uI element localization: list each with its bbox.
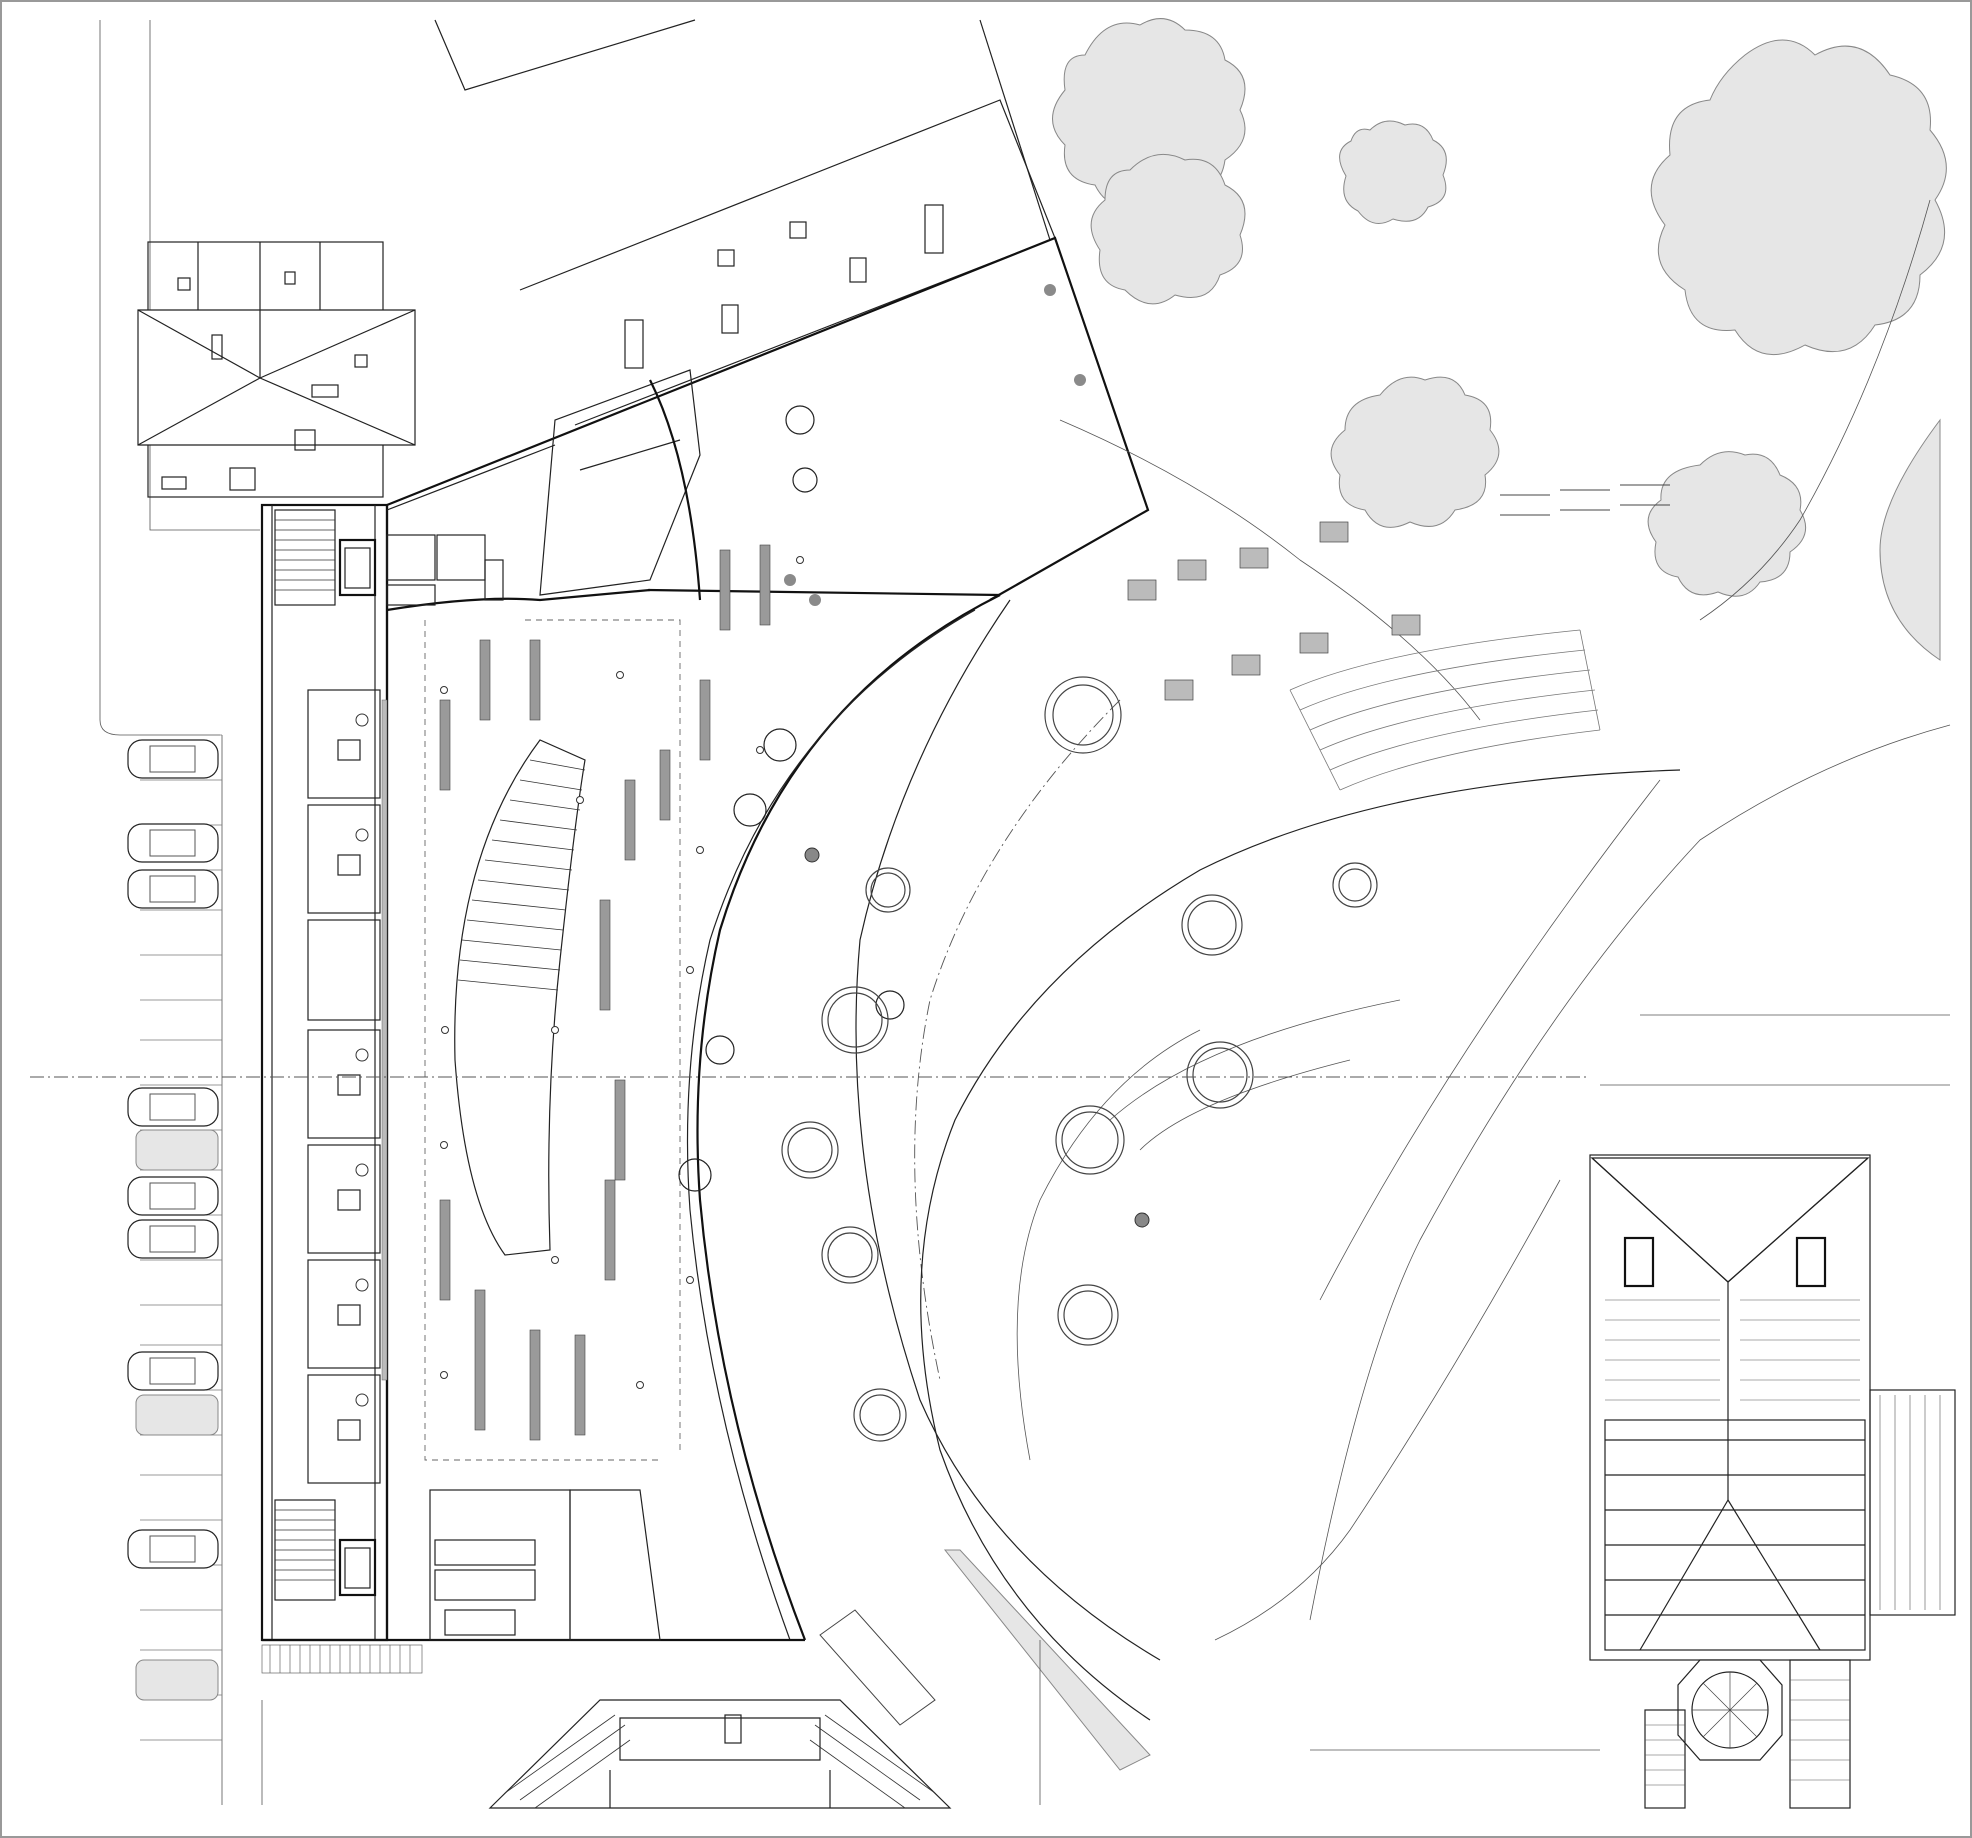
car-icon	[127, 1176, 219, 1216]
tree-canopy-icon	[1339, 120, 1447, 224]
main-building-west-wing	[260, 503, 389, 1642]
curved-main-hall	[262, 284, 1086, 1642]
column-icon	[440, 556, 804, 1389]
diagonal-bench-row	[819, 1609, 936, 1726]
parking-slab	[135, 1129, 219, 1171]
neighbour-building-north	[434, 19, 1056, 426]
amphitheatre-steps	[1289, 629, 1601, 791]
car-icon	[127, 823, 219, 863]
chair-icon	[355, 713, 369, 1407]
car-icon	[127, 869, 219, 909]
office-cells	[307, 689, 381, 1484]
trees	[1052, 18, 1947, 661]
reading-tables	[678, 405, 905, 1192]
car-icon	[127, 1219, 219, 1259]
entrance-steps	[261, 1644, 423, 1674]
ramp-paving	[943, 1549, 1151, 1771]
tree-canopy-icon	[1647, 451, 1807, 597]
central-stair	[454, 739, 586, 1256]
planter-circles	[781, 676, 1378, 1442]
tree-canopy-icon	[1090, 153, 1246, 305]
car-icon	[127, 1351, 219, 1391]
tree-canopy-icon	[1330, 376, 1500, 528]
neighbour-building-east	[1589, 1154, 1956, 1809]
main-building-north-wing	[386, 236, 1150, 612]
south-service-block	[429, 1489, 661, 1641]
parking	[127, 734, 223, 1805]
tree-canopy-icon	[1650, 39, 1947, 356]
car-icon	[127, 1087, 219, 1127]
bike-rack	[1500, 484, 1670, 516]
parking-slab	[135, 1659, 219, 1701]
car-icon	[127, 1529, 219, 1569]
bench-icon	[1127, 521, 1421, 701]
parking-slab	[135, 1394, 219, 1436]
desk-icon	[337, 739, 361, 1441]
neighbour-house-north-west	[137, 241, 416, 498]
site-paths	[99, 20, 1951, 1751]
plaza	[781, 419, 1681, 1771]
bookshelves	[439, 544, 771, 1441]
neighbour-building-south	[488, 1699, 952, 1809]
car-icon	[127, 739, 219, 779]
lawn-patch	[1879, 418, 1941, 661]
